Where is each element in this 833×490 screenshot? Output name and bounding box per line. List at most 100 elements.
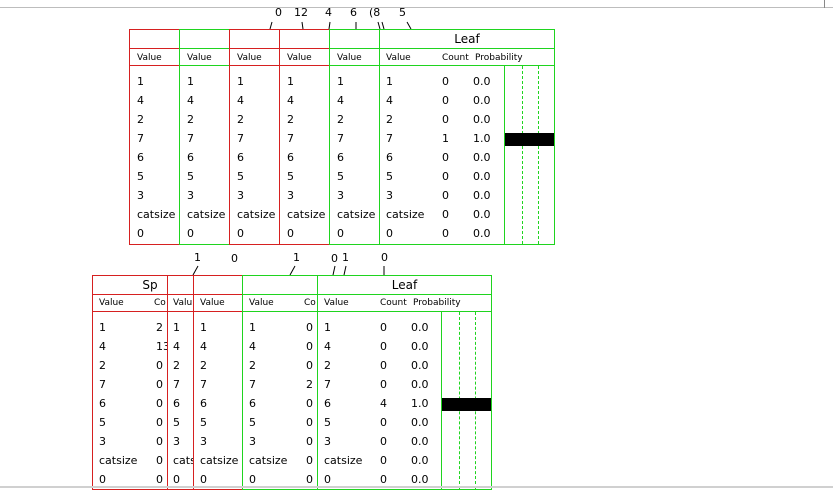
value-cell: 5 xyxy=(287,170,294,183)
value-cell: 0 xyxy=(137,227,144,240)
value-cell: 5 xyxy=(337,170,344,183)
value-cell: 3 xyxy=(200,435,207,448)
value-cell: 0 xyxy=(324,473,331,486)
count-cell: 0 xyxy=(306,340,313,353)
count-cell: 0 xyxy=(380,321,387,334)
count-cell: 0 xyxy=(380,359,387,372)
edge-line xyxy=(343,265,347,276)
value-cell: 7 xyxy=(137,132,144,145)
node-title: Sp xyxy=(142,278,158,292)
edge-line xyxy=(328,21,331,30)
value-cell: catsize xyxy=(187,208,226,221)
count-cell: 0 xyxy=(380,416,387,429)
value-cell: 7 xyxy=(324,378,331,391)
value-cell: 5 xyxy=(173,416,180,429)
count-cell: 0 xyxy=(156,359,163,372)
value-cell: catsize xyxy=(337,208,376,221)
count-cell: 0 xyxy=(442,208,449,221)
column-header: Probability xyxy=(475,53,523,63)
value-cell: 1 xyxy=(324,321,331,334)
count-cell: 0 xyxy=(306,416,313,429)
value-cell: 0 xyxy=(187,227,194,240)
column-header: Value xyxy=(337,53,362,63)
value-cell: 2 xyxy=(324,359,331,372)
count-cell: 0 xyxy=(156,397,163,410)
value-cell: 2 xyxy=(337,113,344,126)
count-cell: 2 xyxy=(306,378,313,391)
count-cell: 0 xyxy=(442,94,449,107)
column-header: Valu xyxy=(173,298,193,308)
count-cell: 0 xyxy=(380,435,387,448)
header-divider xyxy=(93,311,167,312)
count-cell: 0 xyxy=(156,473,163,486)
value-cell: 1 xyxy=(237,75,244,88)
probability-cell: 0.0 xyxy=(473,170,491,183)
probability-cell: 0.0 xyxy=(411,378,429,391)
value-cell: 1 xyxy=(187,75,194,88)
count-cell: 0 xyxy=(156,435,163,448)
value-cell: cats xyxy=(173,454,194,467)
title-divider xyxy=(194,294,242,295)
column-header: Value xyxy=(200,298,225,308)
title-divider xyxy=(280,48,329,49)
header-divider xyxy=(243,311,317,312)
value-cell: catsize xyxy=(137,208,176,221)
edge-line xyxy=(301,21,304,30)
title-divider xyxy=(93,294,167,295)
value-cell: 6 xyxy=(137,151,144,164)
count-cell: 0 xyxy=(380,454,387,467)
value-cell: 0 xyxy=(249,473,256,486)
edge-label: 0 xyxy=(231,252,238,265)
header-divider xyxy=(194,311,242,312)
value-cell: catsize xyxy=(324,454,363,467)
count-cell: 2 xyxy=(156,321,163,334)
header-divider xyxy=(280,65,329,66)
count-cell: 0 xyxy=(306,359,313,372)
value-cell: 0 xyxy=(287,227,294,240)
count-cell: 0 xyxy=(442,170,449,183)
value-cell: 2 xyxy=(287,113,294,126)
column-header: Value xyxy=(137,53,162,63)
title-divider xyxy=(380,48,554,49)
value-cell: 2 xyxy=(237,113,244,126)
count-cell: 0 xyxy=(156,454,163,467)
edge-label: 0 xyxy=(331,252,338,265)
header-divider xyxy=(330,65,379,66)
value-cell: 6 xyxy=(237,151,244,164)
title-divider xyxy=(230,48,279,49)
value-cell: 4 xyxy=(386,94,393,107)
count-cell: 13 xyxy=(156,340,167,353)
header-divider xyxy=(130,65,179,66)
value-cell: 6 xyxy=(187,151,194,164)
probability-cell: 0.0 xyxy=(473,208,491,221)
edge-label: 1 xyxy=(293,251,300,264)
title-divider xyxy=(243,294,317,295)
edge-label: 12 xyxy=(294,6,308,19)
value-cell: 0 xyxy=(337,227,344,240)
title-divider xyxy=(168,294,193,295)
title-divider xyxy=(130,48,179,49)
value-cell: 7 xyxy=(200,378,207,391)
probability-cell: 0.0 xyxy=(411,321,429,334)
value-cell: catsize xyxy=(99,454,138,467)
column-header: Probability xyxy=(413,298,461,308)
count-cell: 0 xyxy=(306,473,313,486)
value-cell: 2 xyxy=(137,113,144,126)
split-node[interactable]: Sp ValueCo124132070605030catsize000 xyxy=(92,275,168,490)
title-divider xyxy=(318,294,491,295)
title-divider xyxy=(180,48,229,49)
value-cell: 6 xyxy=(200,397,207,410)
value-cell: 3 xyxy=(237,189,244,202)
header-divider xyxy=(318,311,491,312)
count-cell: 0 xyxy=(442,151,449,164)
